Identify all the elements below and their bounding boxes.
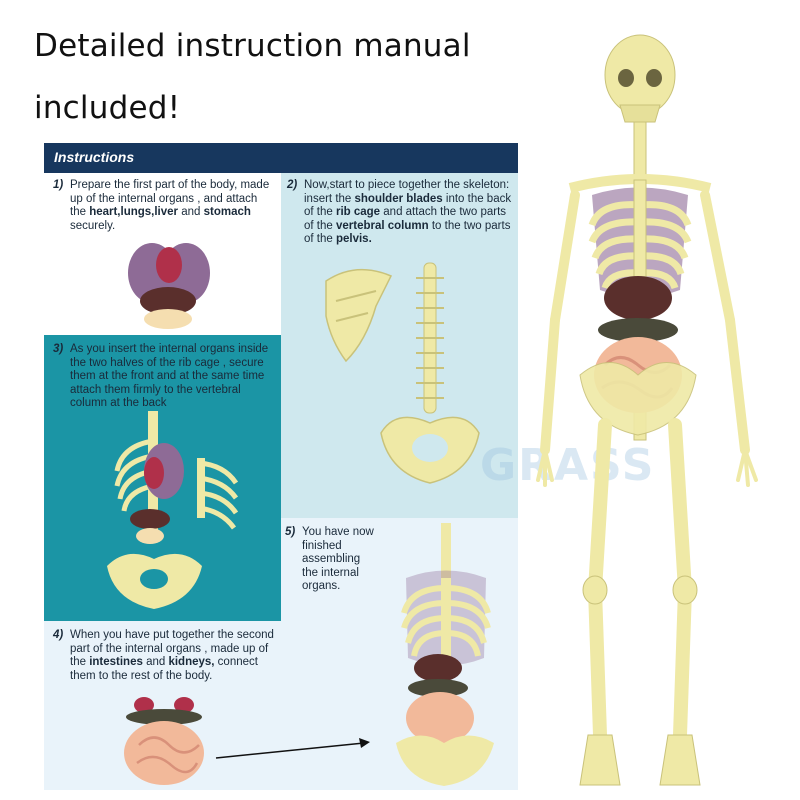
manual-title: Instructions — [54, 149, 135, 165]
step-5-panel: 5) You have now finished assembling the … — [281, 518, 518, 790]
step-5-text: You have now finished assembling the int… — [302, 526, 374, 592]
step-1-text: Prepare the first part of the body, made… — [70, 179, 270, 232]
step-2-number: 2) — [287, 179, 298, 191]
step-4-panel: 4) When you have put together the second… — [44, 621, 281, 790]
skeleton-model-image — [536, 34, 758, 786]
spine-pelvis-illustration — [380, 262, 480, 484]
half-rib-cage-illustration — [197, 458, 239, 530]
watermark-logo: GRASS — [480, 440, 656, 491]
manual-header-bar: Instructions — [44, 143, 518, 173]
instruction-manual: Instructions 1) Prepare the first part o… — [44, 143, 518, 790]
step-4-number: 4) — [53, 629, 64, 641]
step-4-text: When you have put together the second pa… — [70, 629, 274, 682]
step-3-text: As you insert the internal organs inside… — [70, 343, 269, 409]
step-5-number: 5) — [285, 526, 296, 538]
rib-cage-assembly-illustration — [107, 411, 202, 609]
arrow-icon — [215, 738, 370, 759]
step-2-panel: 2) Now,start to piece together the skele… — [281, 173, 518, 518]
step-2-text: Now,start to piece together the skeleton… — [304, 179, 512, 245]
step-1-panel: 1) Prepare the first part of the body, m… — [44, 173, 281, 335]
organs-illustration — [128, 243, 210, 329]
headline-line-2: included! — [34, 90, 181, 126]
step-1-number: 1) — [53, 179, 64, 191]
finished-torso-illustration — [396, 523, 494, 786]
intestines-illustration — [124, 697, 204, 785]
step-3-number: 3) — [53, 343, 64, 355]
shoulder-blade-illustration — [325, 268, 393, 363]
headline-line-1: Detailed instruction manual — [34, 28, 471, 64]
step-3-panel: 3) As you insert the internal organs ins… — [44, 335, 281, 621]
